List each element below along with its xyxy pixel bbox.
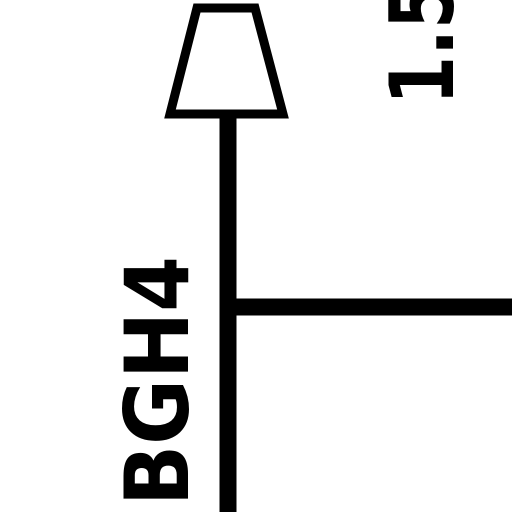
wire-label-bgh4: BGH4 xyxy=(106,256,209,506)
wire-value-label: 1.5 xyxy=(371,0,474,105)
terminal-symbol xyxy=(164,3,289,119)
